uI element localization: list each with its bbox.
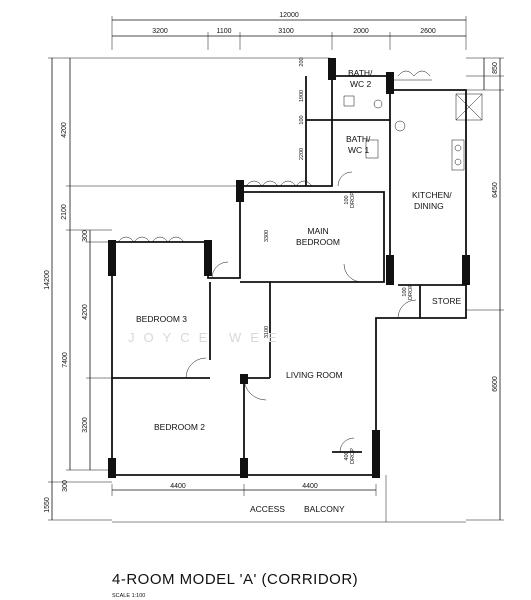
column <box>108 458 116 478</box>
drop1-value: 100 <box>344 195 350 204</box>
dim-left-lower-1: 300 <box>82 230 89 242</box>
columns <box>108 58 470 478</box>
label-kitchen-line1: KITCHEN/ <box>412 190 452 200</box>
drop2-label: DROP <box>408 284 414 300</box>
column <box>240 458 248 478</box>
dim-left-lower-5: 300 <box>62 480 69 492</box>
dim-top-seg-4: 2000 <box>353 28 369 35</box>
label-bath1-line2: WC 1 <box>348 145 370 155</box>
drop2-value: 100 <box>402 287 408 296</box>
dim-bath2-b: 1900 <box>299 90 305 102</box>
plan-title: 4-ROOM MODEL 'A' (CORRIDOR) <box>112 571 358 588</box>
column <box>386 255 394 285</box>
top-dimensions: 12000 3200 1100 3100 2000 2600 <box>111 12 467 50</box>
dim-left-lower-2: 4200 <box>82 304 89 320</box>
label-bedroom3: BEDROOM 3 <box>136 314 187 324</box>
inner-dimensions: 200 1900 100 2200 3300 3100 <box>264 57 305 338</box>
dim-top-seg-1: 3200 <box>152 28 168 35</box>
dim-living: 3100 <box>264 326 270 338</box>
dim-bed-main: 3300 <box>264 230 270 242</box>
dim-right-2: 6450 <box>492 182 499 198</box>
dim-right-3: 6600 <box>492 376 499 392</box>
dim-left-lower-4: 3200 <box>82 417 89 433</box>
label-kitchen-line2: DINING <box>414 201 444 211</box>
right-dimensions: 850 6450 6600 <box>466 57 504 521</box>
dim-bath1-a: 100 <box>299 115 305 124</box>
column <box>108 240 116 276</box>
drop1-label: DROP <box>350 192 356 208</box>
label-bedroom2: BEDROOM 2 <box>154 422 205 432</box>
column <box>386 72 394 94</box>
column <box>236 180 244 202</box>
dim-top-seg-3: 3100 <box>278 28 294 35</box>
column <box>204 240 212 276</box>
label-store: STORE <box>432 296 461 306</box>
bottom-dimensions: 4400 4400 <box>111 483 377 496</box>
dim-bath1-b: 2200 <box>299 148 305 160</box>
dim-bottom-1: 4400 <box>170 483 186 490</box>
dim-bottom-2: 4400 <box>302 483 318 490</box>
label-balcony: BALCONY <box>304 504 345 514</box>
doors-and-windows <box>112 70 483 523</box>
label-bath2-line1: BATH/ <box>348 68 373 78</box>
drop3-label: DROP <box>350 448 356 464</box>
column <box>462 255 470 285</box>
label-bath1-line1: BATH/ <box>346 134 371 144</box>
plan-scale: SCALE 1:100 <box>112 593 145 599</box>
room-labels: BATH/ WC 2 BATH/ WC 1 KITCHEN/ DINING MA… <box>136 68 461 432</box>
left-dimensions: 4200 2100 14200 300 4200 7400 3200 300 1… <box>44 57 330 521</box>
walls <box>111 58 467 476</box>
column <box>328 58 336 80</box>
drop-annotations: 100 DROP 100 DROP 400 DROP <box>344 192 414 464</box>
dim-top-seg-5: 2600 <box>420 28 436 35</box>
dim-left-total: 14200 <box>44 270 51 290</box>
column <box>372 430 380 478</box>
label-main-bed-line2: BEDROOM <box>296 237 340 247</box>
dim-top-seg-2: 1100 <box>216 28 231 35</box>
label-access: ACCESS <box>250 504 285 514</box>
dim-top-total: 12000 <box>279 12 299 19</box>
label-main-bed-line1: MAIN <box>307 226 328 236</box>
dim-left-upper-1: 4200 <box>61 122 68 138</box>
dim-left-upper-2: 2100 <box>61 204 68 220</box>
dim-bath2-a: 200 <box>299 57 305 66</box>
dim-right-1: 850 <box>492 62 499 74</box>
watermark: JOYCE WEE <box>128 330 286 345</box>
dim-left-lower-3: 7400 <box>62 352 69 368</box>
label-living-room: LIVING ROOM <box>286 370 343 380</box>
drop3-value: 400 <box>344 451 350 460</box>
dim-left-bottom: 1550 <box>44 497 51 513</box>
label-bath2-line2: WC 2 <box>350 79 372 89</box>
